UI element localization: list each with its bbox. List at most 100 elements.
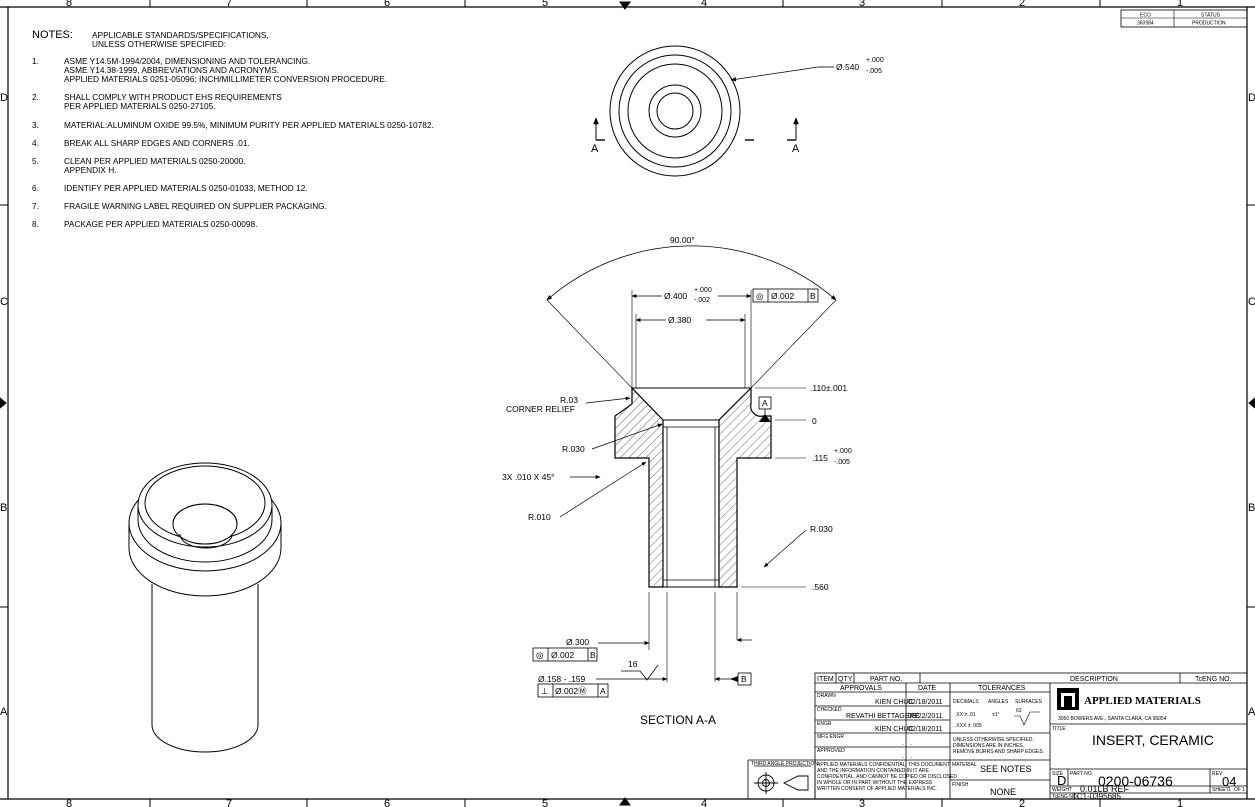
dia-400-tol-plus: +.000 <box>694 287 712 294</box>
note-5-line-2: APPENDIX H. <box>64 165 117 175</box>
tb-rev-label: REV <box>1212 771 1223 777</box>
zone-top-5: 5 <box>542 0 548 9</box>
tb-sheet-total: 1 <box>1242 787 1245 793</box>
note-7-num: 7. <box>32 201 39 211</box>
tb-sheet-label: SHEET <box>1212 787 1229 793</box>
title-block: ITEM QTY PART NO. DESCRIPTION TcENG NO. … <box>747 672 1248 801</box>
dia-400: Ø.400 <box>664 291 687 301</box>
tb-material-label: MATERIAL <box>952 762 977 768</box>
zone-right-a: A <box>1248 706 1255 718</box>
isometric-view <box>128 462 282 753</box>
zone-bottom-7: 7 <box>226 798 232 807</box>
eco-value: 360984 <box>1137 21 1154 27</box>
tb-engr-name: KIEN CHUC <box>875 726 914 733</box>
tb-approvals-label: APPROVALS <box>840 685 882 692</box>
tb-checked-date: 08/22/2011 <box>908 713 943 720</box>
notes-intro-1: APPLICABLE STANDARDS/SPECIFICATIONS, <box>92 30 269 40</box>
zone-top-1: 1 <box>1177 0 1183 9</box>
tb-header-partno: PART NO. <box>870 676 902 683</box>
corner-relief-label: CORNER RELIEF <box>506 404 575 414</box>
zone-top-2: 2 <box>1019 0 1025 9</box>
note-2-line-1: SHALL COMPLY WITH PRODUCT EHS REQUIREMEN… <box>64 92 282 102</box>
tb-tol-xxx: .XXX ± .005 <box>955 723 982 729</box>
zone-left-c: C <box>0 296 8 308</box>
tb-tceng-value: TC1-0395685 <box>1072 792 1121 801</box>
tb-mfg-label: MFG ENGR <box>817 734 844 740</box>
tb-mfg-date: . <box>910 740 912 747</box>
note-6-line-1: IDENTIFY PER APPLIED MATERIALS 0250-0103… <box>64 183 308 193</box>
section-title: SECTION A-A <box>640 713 716 727</box>
r010-label: R.010 <box>528 512 551 522</box>
tb-partno-value: 0200-06736 <box>1098 773 1173 789</box>
note-7-line-1: FRAGILE WARNING LABEL REQUIRED ON SUPPLI… <box>64 201 327 211</box>
tb-projection-label: THIRD ANGLE PROJECTION <box>751 761 818 767</box>
tb-drawn-name: KIEN CHUC <box>875 699 914 706</box>
tb-partno-label: PART NO. <box>1070 771 1093 777</box>
tb-unless-3: REMOVE BURRS AND SHARP EDGES. <box>953 749 1044 755</box>
tb-tol-surfaces: SURFACES <box>1015 699 1043 705</box>
tb-address: 3050 BOWERS AVE., SANTA CLARA, CA 95054 <box>1058 716 1167 722</box>
tb-size-label: SIZE <box>1052 771 1064 777</box>
tb-confidential-1: APPLIED MATERIALS CONFIDENTIAL: THIS DOC… <box>817 762 950 768</box>
tb-tol-surface-value: 63 <box>1016 708 1022 714</box>
dim-115-tol-plus: +.000 <box>834 448 852 455</box>
section-mark-right: A <box>792 143 800 155</box>
dia-400-tol-minus: -.002 <box>694 297 710 304</box>
note-3-line-1: MATERIAL:ALUMINUM OXIDE 99.5%, MINIMUM P… <box>64 120 434 130</box>
tb-header-qty: QTY <box>838 676 853 683</box>
tb-finish-value: NONE <box>990 787 1016 797</box>
status-header: STATUS <box>1201 13 1221 19</box>
zone-bottom-8: 8 <box>66 798 72 807</box>
note-2-line-2: PER APPLIED MATERIALS 0250-27105. <box>64 101 216 111</box>
zone-top-6: 6 <box>384 0 390 9</box>
section-view: 90.00° Ø.400 +.000 -.002 ◎ Ø.002 B Ø.380… <box>502 235 852 727</box>
dim-560: .560 <box>812 582 829 592</box>
note-6-num: 6. <box>32 183 39 193</box>
zone-top-7: 7 <box>226 0 232 9</box>
r030-top: R.030 <box>562 444 585 454</box>
section-mark-left: A <box>591 143 599 155</box>
status-value: PRODUCTION <box>1192 21 1226 27</box>
tb-surface-symbol <box>1014 711 1040 726</box>
revision-block: ECO STATUS 360984 PRODUCTION <box>1120 9 1248 28</box>
dim-zero: 0 <box>812 416 817 426</box>
tb-confidential-5: WRITTEN CONSENT OF APPLIED MATERIALS INC… <box>817 786 937 792</box>
fcf-400-frame <box>752 288 819 303</box>
zone-left-d: D <box>0 92 8 104</box>
tb-company-name: APPLIED MATERIALS <box>1084 695 1201 707</box>
eco-header: ECO <box>1140 13 1151 19</box>
note-4-num: 4. <box>32 138 39 148</box>
tb-sheet-value: 1 <box>1228 787 1231 793</box>
tb-tol-xx: .XX ± .01 <box>955 712 976 718</box>
datum-b-label: B <box>741 674 747 684</box>
fcf-400-datum: B <box>810 291 816 301</box>
notes-intro-2: UNLESS OTHERWISE SPECIFIED: <box>92 39 226 49</box>
surface-finish-symbol <box>621 664 659 681</box>
tb-unless-2: DIMENSIONS ARE IN INCHES, <box>953 743 1024 749</box>
company-logo-icon <box>1057 688 1079 710</box>
note-1-line-3: APPLIED MATERIALS 0251-05096: INCH/MILLI… <box>64 74 387 84</box>
od-dim: Ø.540 <box>836 62 859 72</box>
r030-bottom: R.030 <box>810 524 833 534</box>
tb-tceng-label: TcENG NO. <box>1052 794 1078 800</box>
note-8-num: 8. <box>32 219 39 229</box>
tb-approved-label: APPROVED <box>817 748 845 754</box>
fcf-300-tol: Ø.002 <box>551 650 574 660</box>
fcf-400-symbol: ◎ <box>756 291 764 301</box>
tb-unless-1: UNLESS OTHERWISE SPECIFIED: <box>953 737 1034 743</box>
zone-right-d: D <box>1248 92 1255 104</box>
tb-checked-name: REVATHI BETTAGERE <box>846 713 919 720</box>
zone-bottom-6: 6 <box>384 798 390 807</box>
tb-tolerances-label: TOLERANCES <box>978 685 1026 692</box>
zone-bottom-4: 4 <box>701 798 707 807</box>
tb-engr-date: 02/18/2011 <box>908 726 943 733</box>
tb-drawn-date: 02/18/2011 <box>908 699 943 706</box>
tb-confidential-4: IN WHOLE OR IN PART WITHOUT THE EXPRESS <box>817 780 933 786</box>
r03-label: R.03 <box>560 395 578 405</box>
dia-380: Ø.380 <box>668 315 691 325</box>
datum-a-label: A <box>762 398 768 408</box>
tb-sheet-of: OF <box>1234 787 1241 793</box>
zone-bottom-1: 1 <box>1177 798 1183 807</box>
